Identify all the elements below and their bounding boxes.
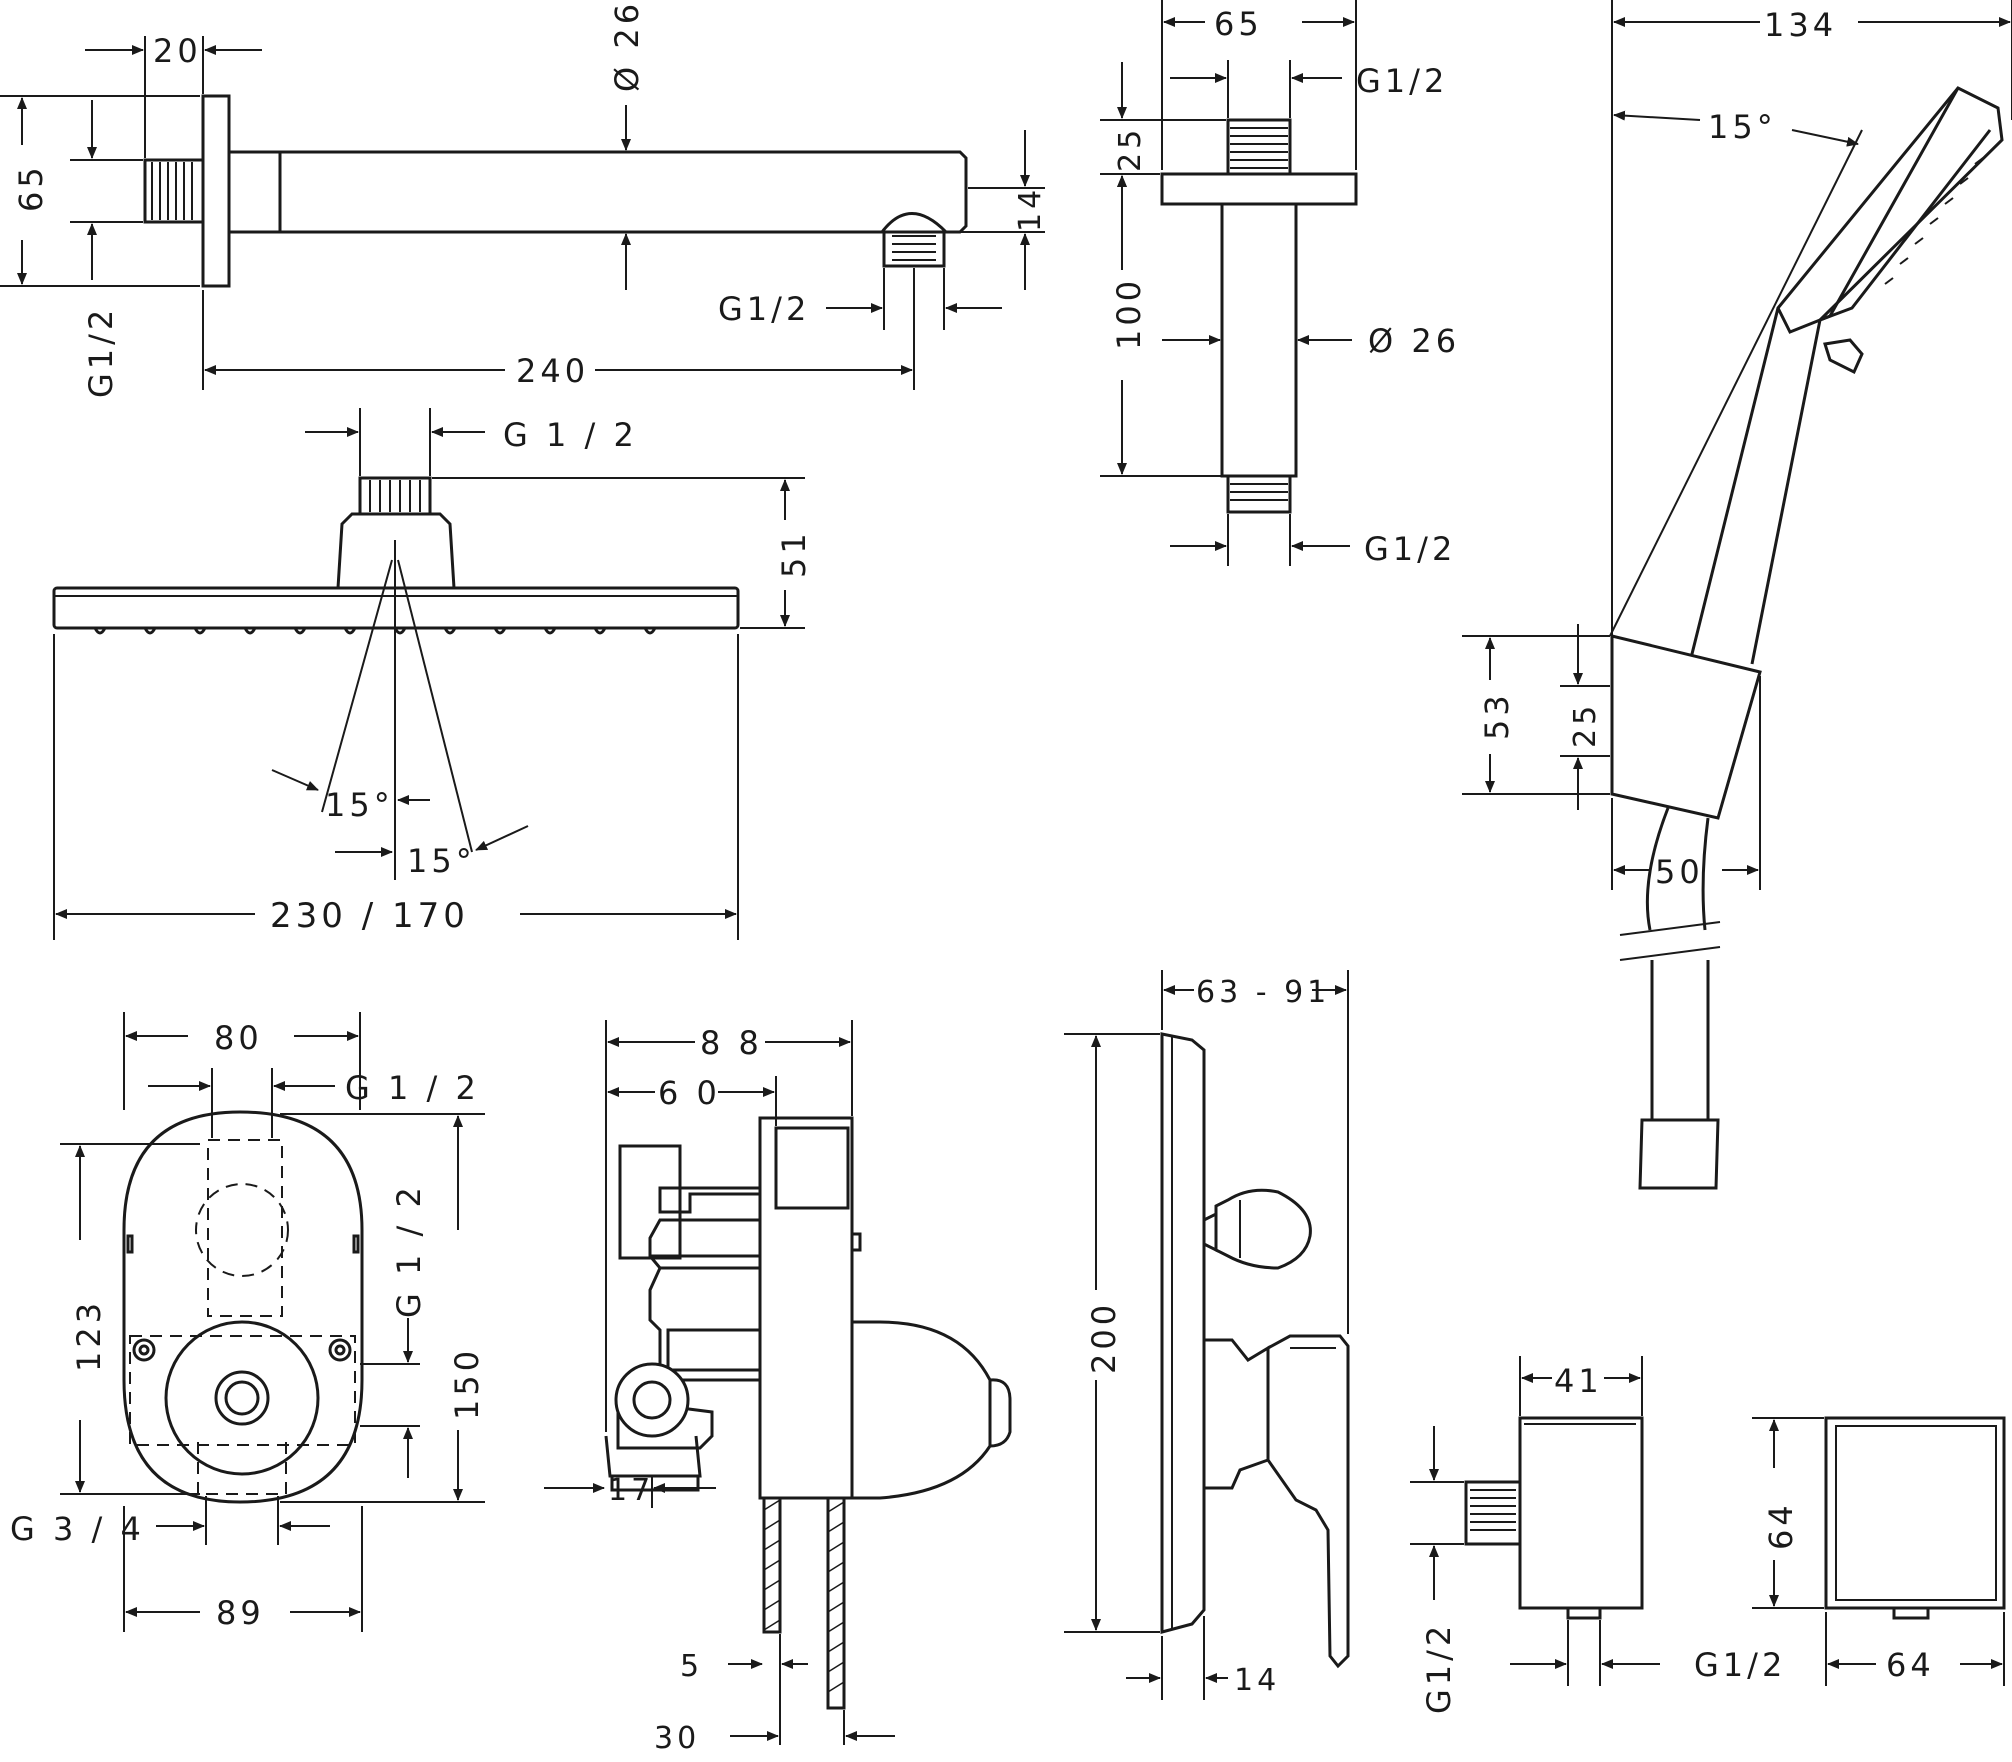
trim-plate-view: 63 - 91 200 14 bbox=[1064, 970, 1350, 1700]
hose-left bbox=[1645, 807, 1670, 931]
dim-arm-flange: 20 bbox=[153, 32, 202, 70]
arm-tube bbox=[229, 150, 968, 234]
dim-basic-thread-top: G 1 / 2 bbox=[345, 1069, 480, 1107]
outlet-front-body bbox=[1824, 1416, 2006, 1610]
wall-outlet-view: 41 G1/2 G1/2 64 64 bbox=[1410, 1356, 2006, 1714]
dim-hand-angle: 15° bbox=[1708, 108, 1777, 146]
ceiling-tube bbox=[1220, 202, 1298, 478]
dim-trim-lever: 14 bbox=[1234, 1663, 1280, 1698]
trim-diverter-knob bbox=[1214, 1188, 1312, 1270]
outlet-side-body bbox=[1518, 1416, 1644, 1610]
dim-overhead-thread: G 1 / 2 bbox=[503, 416, 638, 454]
basic-set-front-view: 80 G 1 / 2 123 G 1 / 2 150 G 3 / 4 bbox=[10, 1012, 486, 1632]
ceiling-plate bbox=[1160, 172, 1358, 206]
dim-basic-thread-bottom: G 3 / 4 bbox=[10, 1510, 145, 1548]
dim-arm-height: 65 bbox=[12, 163, 50, 212]
ceiling-connector-view: 65 G1/2 25 100 Ø 26 G1/2 bbox=[1100, 0, 1460, 568]
dim-overhead-width: 230 / 170 bbox=[270, 896, 469, 936]
dim-side-offset: 17 bbox=[608, 1473, 654, 1508]
dim-arm-diameter: Ø 26 bbox=[608, 0, 646, 92]
side-plaster-max bbox=[826, 1496, 846, 1710]
dim-ceiling-width: 65 bbox=[1214, 5, 1263, 43]
dim-ceiling-thread-bottom: G1/2 bbox=[1364, 530, 1456, 568]
dim-ceiling-length: 100 bbox=[1110, 277, 1148, 350]
dim-outlet-thread-bottom: G1/2 bbox=[1694, 1646, 1786, 1684]
dim-outlet-thread-vertical: G1/2 bbox=[1420, 1622, 1458, 1714]
ceiling-bottom-thread bbox=[1226, 474, 1292, 514]
dim-overhead-height: 51 bbox=[775, 529, 813, 578]
arm-wall-thread-lines bbox=[151, 162, 193, 220]
trim-plate bbox=[1160, 1032, 1206, 1634]
dim-side-depth-inner: 6 0 bbox=[658, 1074, 721, 1112]
dim-side-depth: 8 8 bbox=[700, 1024, 763, 1062]
side-plaster-min bbox=[762, 1496, 782, 1634]
hand-shower-button bbox=[1823, 338, 1864, 375]
dim-ceiling-diameter: Ø 26 bbox=[1368, 322, 1460, 360]
dim-arm-thread-left: G1/2 bbox=[82, 306, 120, 398]
basic-set-outline bbox=[122, 1110, 364, 1504]
hose-nut bbox=[1638, 1118, 1720, 1190]
arm-outlet-thread bbox=[882, 230, 946, 268]
trim-lever-base bbox=[1204, 1338, 1270, 1490]
dim-overhead-angle-b: 15° bbox=[407, 842, 476, 880]
dim-holder-depth: 50 bbox=[1655, 853, 1704, 891]
shower-arm-view: 20 65 G1/2 Ø 26 14 G1/2 240 bbox=[0, 0, 1048, 398]
dim-holder-height: 53 bbox=[1478, 691, 1516, 740]
side-cover-box bbox=[758, 1116, 854, 1500]
hand-shower-nozzles bbox=[1884, 157, 1984, 285]
dim-basic-width-top: 80 bbox=[214, 1019, 263, 1057]
dim-outlet-depth: 41 bbox=[1554, 1362, 1603, 1400]
dim-arm-length: 240 bbox=[516, 352, 589, 390]
dim-basic-height-inner: 123 bbox=[70, 1299, 108, 1372]
dim-trim-projection: 63 - 91 bbox=[1196, 975, 1330, 1010]
dim-outlet-height: 64 bbox=[1762, 1501, 1800, 1550]
dim-side-plaster-min: 5 bbox=[680, 1649, 703, 1684]
overhead-shower-view: 15° 15° G 1 / 2 51 230 / 170 bbox=[52, 408, 813, 940]
dim-basic-height-outer: 150 bbox=[448, 1347, 486, 1420]
trim-lever bbox=[1266, 1334, 1350, 1669]
dim-basic-width-bottom: 89 bbox=[216, 1594, 265, 1632]
dim-arm-outlet-thread: G1/2 bbox=[718, 290, 810, 328]
dim-overhead-angle-a: 15° bbox=[325, 786, 394, 824]
dim-ceiling-top: 25 bbox=[1113, 126, 1148, 172]
dim-basic-thread-right: G 1 / 2 bbox=[390, 1183, 428, 1318]
overhead-nozzles bbox=[93, 627, 657, 635]
hand-shower-head-face bbox=[1819, 129, 1992, 322]
hand-shower-view: 134 15° 53 25 50 bbox=[1462, 0, 2012, 1190]
dim-holder-mid: 25 bbox=[1568, 702, 1603, 748]
basic-set-body bbox=[164, 1320, 320, 1476]
arm-wall-flange bbox=[201, 94, 231, 288]
dim-outlet-width: 64 bbox=[1886, 1646, 1935, 1684]
dim-ceiling-thread-top: G1/2 bbox=[1356, 62, 1448, 100]
basic-set-side-view: 8 8 6 0 17 5 30 bbox=[544, 1020, 1012, 1756]
dim-trim-height: 200 bbox=[1085, 1301, 1123, 1374]
hand-shower-holder bbox=[1610, 634, 1762, 820]
arm-wall-thread bbox=[143, 158, 205, 224]
dim-side-plaster-max: 30 bbox=[654, 1721, 700, 1756]
dim-arm-outlet: 14 bbox=[1013, 186, 1048, 232]
dim-hand-reach: 134 bbox=[1764, 6, 1837, 44]
arm-outlet-dome bbox=[880, 212, 948, 234]
side-valve-knob bbox=[614, 1362, 690, 1438]
